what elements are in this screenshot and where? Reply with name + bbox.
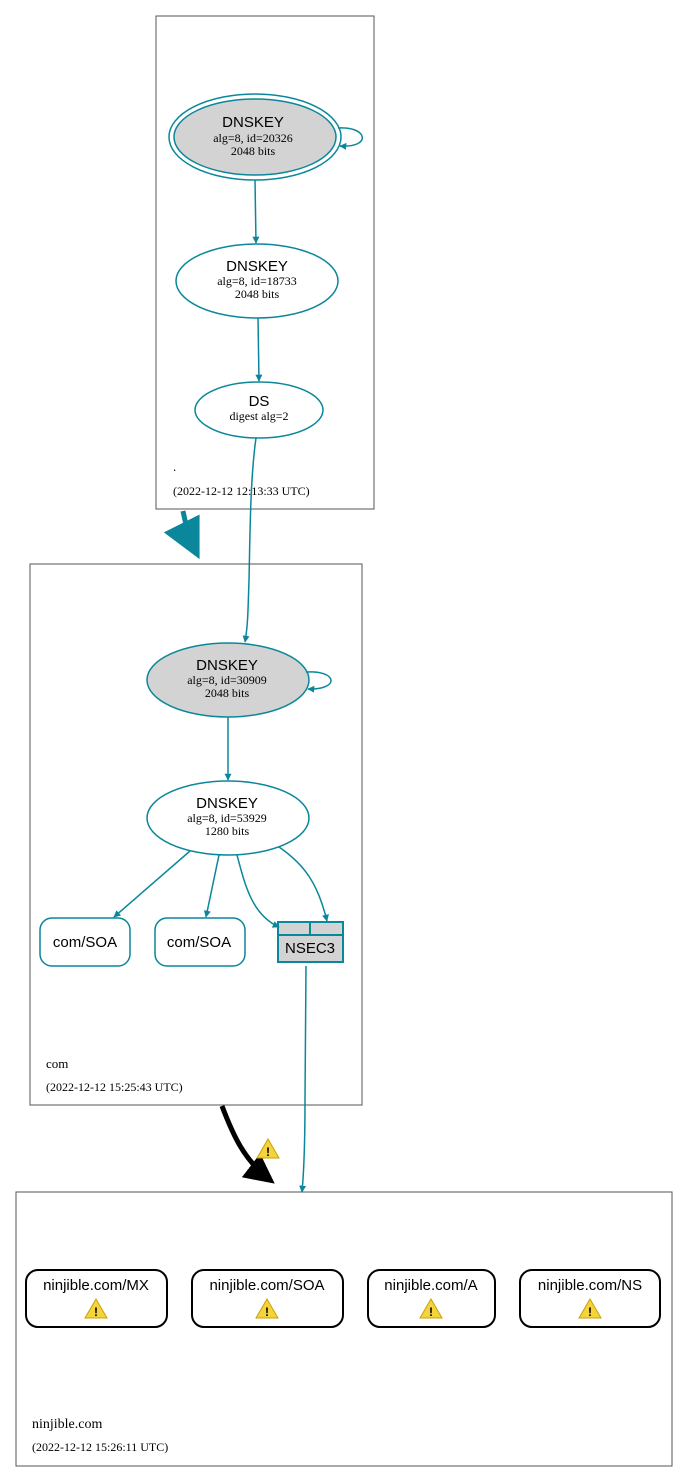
- com-soa-node-1[interactable]: com/SOA: [39, 917, 131, 967]
- zone-ninjible-name: ninjible.com: [32, 1417, 102, 1432]
- com-ksk-title: DNSKEY: [196, 657, 258, 674]
- com-ksk-node[interactable]: DNSKEY alg=8, id=30909 2048 bits: [146, 642, 310, 718]
- zone-root-box: [155, 15, 375, 510]
- edge-com-zsk-to-soa-2: [203, 854, 220, 918]
- edge-root-ksk-to-zsk: [252, 179, 260, 244]
- ninjible-soa-warning-icon: !: [255, 1298, 279, 1319]
- ninjible-a-label: ninjible.com/A: [384, 1277, 477, 1294]
- root-zsk-alg: alg=8, id=18733: [217, 274, 297, 288]
- root-zsk-bits: 2048 bits: [235, 287, 280, 301]
- delegation-warning-icon[interactable]: !: [256, 1138, 280, 1159]
- com-nsec3-label: NSEC3: [285, 940, 335, 957]
- com-ds-digest: digest alg=2: [229, 409, 288, 423]
- com-soa-node-2[interactable]: com/SOA: [154, 917, 246, 967]
- com-ksk-self-edge: [305, 671, 332, 693]
- ninjible-ns-node[interactable]: ninjible.com/NS !: [519, 1269, 661, 1328]
- zone-com-box: [29, 563, 363, 1106]
- ninjible-a-node[interactable]: ninjible.com/A !: [367, 1269, 496, 1328]
- zone-com-timestamp: (2022-12-12 15:25:43 UTC): [46, 1080, 183, 1094]
- com-soa-label-2: com/SOA: [167, 934, 231, 951]
- ninjible-a-warning-icon: !: [419, 1298, 443, 1319]
- com-zsk-title: DNSKEY: [196, 795, 258, 812]
- delegation-root-to-com: [163, 510, 200, 560]
- com-zsk-node[interactable]: DNSKEY alg=8, id=53929 1280 bits: [146, 780, 310, 856]
- com-ds-node[interactable]: DS digest alg=2: [194, 381, 324, 439]
- zone-com: com (2022-12-12 15:25:43 UTC): [29, 563, 363, 1106]
- ninjible-soa-node[interactable]: ninjible.com/SOA !: [191, 1269, 344, 1328]
- root-zsk-node[interactable]: DNSKEY alg=8, id=18733 2048 bits: [175, 243, 339, 319]
- com-ksk-bits: 2048 bits: [205, 686, 250, 700]
- edge-com-zsk-to-nsec3-b: [278, 846, 329, 922]
- edge-com-zsk-to-nsec3-a: [236, 854, 280, 928]
- svg-text:!: !: [94, 1305, 98, 1319]
- zone-ninjible-box: [15, 1191, 673, 1467]
- zone-ninjible: ninjible.com (2022-12-12 15:26:11 UTC): [15, 1191, 673, 1467]
- edge-nsec3-to-ninjible: [299, 965, 307, 1193]
- root-zsk-title: DNSKEY: [226, 258, 288, 275]
- ninjible-ns-label: ninjible.com/NS: [538, 1277, 642, 1294]
- com-ds-title: DS: [249, 393, 270, 410]
- svg-text:!: !: [266, 1145, 270, 1159]
- zone-root-timestamp: (2022-12-12 12:13:33 UTC): [173, 484, 310, 498]
- root-ksk-self-edge: [337, 127, 363, 150]
- ninjible-mx-node[interactable]: ninjible.com/MX !: [25, 1269, 168, 1328]
- root-ksk-alg: alg=8, id=20326: [213, 131, 293, 145]
- com-zsk-bits: 1280 bits: [205, 824, 250, 838]
- zone-root-name: .: [173, 459, 176, 474]
- root-ksk-bits: 2048 bits: [231, 144, 276, 158]
- svg-text:!: !: [265, 1305, 269, 1319]
- zone-com-name: com: [46, 1056, 68, 1071]
- ninjible-soa-label: ninjible.com/SOA: [209, 1277, 324, 1294]
- ninjible-ns-warning-icon: !: [578, 1298, 602, 1319]
- edge-root-zsk-to-ds: [255, 317, 263, 382]
- svg-text:!: !: [588, 1305, 592, 1319]
- root-ksk-title: DNSKEY: [222, 114, 284, 131]
- com-ksk-alg: alg=8, id=30909: [187, 673, 267, 687]
- ninjible-mx-label: ninjible.com/MX: [43, 1277, 149, 1294]
- zone-ninjible-timestamp: (2022-12-12 15:26:11 UTC): [32, 1440, 168, 1454]
- com-zsk-alg: alg=8, id=53929: [187, 811, 267, 825]
- svg-text:!: !: [429, 1305, 433, 1319]
- ninjible-mx-warning-icon: !: [84, 1298, 108, 1319]
- zone-root: . (2022-12-12 12:13:33 UTC): [155, 15, 375, 510]
- com-nsec3-node[interactable]: NSEC3: [277, 921, 344, 963]
- edge-com-zsk-to-soa-1: [113, 850, 191, 918]
- root-ksk-node[interactable]: DNSKEY alg=8, id=20326 2048 bits: [168, 93, 342, 181]
- edge-ds-to-com-ksk: [242, 437, 257, 643]
- com-soa-label-1: com/SOA: [53, 934, 117, 951]
- delegation-com-to-ninjible: [219, 1105, 275, 1184]
